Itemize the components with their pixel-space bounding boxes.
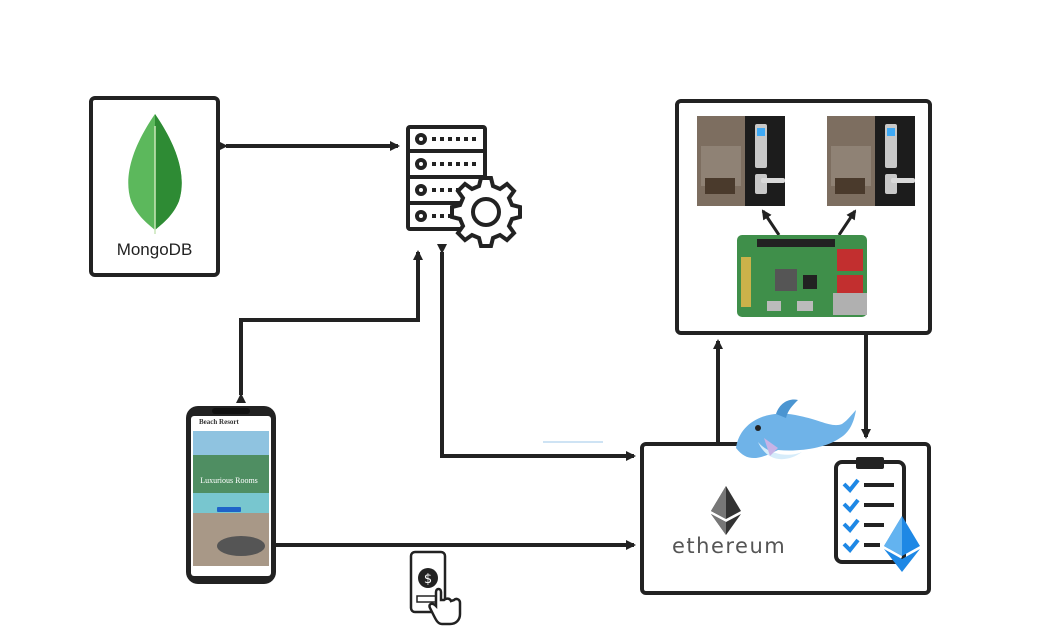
raspberry-pi-board [737,235,867,317]
ethereum-label: ethereum [672,534,787,558]
app-cta-button [217,507,241,512]
mongodb-box: MongoDB [89,96,220,277]
mongodb-label: MongoDB [116,240,193,259]
smart-door-lock-photo [827,116,915,206]
iot-illustration [697,116,915,317]
server-ethereum-arrow [437,244,636,461]
app-brand: Beach Resort [199,418,239,426]
ethereum-logo-icon [711,486,741,535]
phone-server-arrow [236,250,423,403]
app-hero-text: Luxurious Rooms [200,476,258,485]
smart-door-lock-photo [697,116,785,206]
mongodb-leaf-icon [128,114,182,234]
docker-dolphin-mascot [736,399,856,460]
svg-text:$: $ [424,572,432,587]
smartphone-app-icon [186,406,276,584]
tap-to-pay-icon: $ [409,550,462,626]
server-gear-icon [406,125,522,248]
smart-contract-checklist-icon [834,457,920,572]
iot-door-lock-box [675,99,932,335]
ethereum-box: ethereum [640,442,931,595]
